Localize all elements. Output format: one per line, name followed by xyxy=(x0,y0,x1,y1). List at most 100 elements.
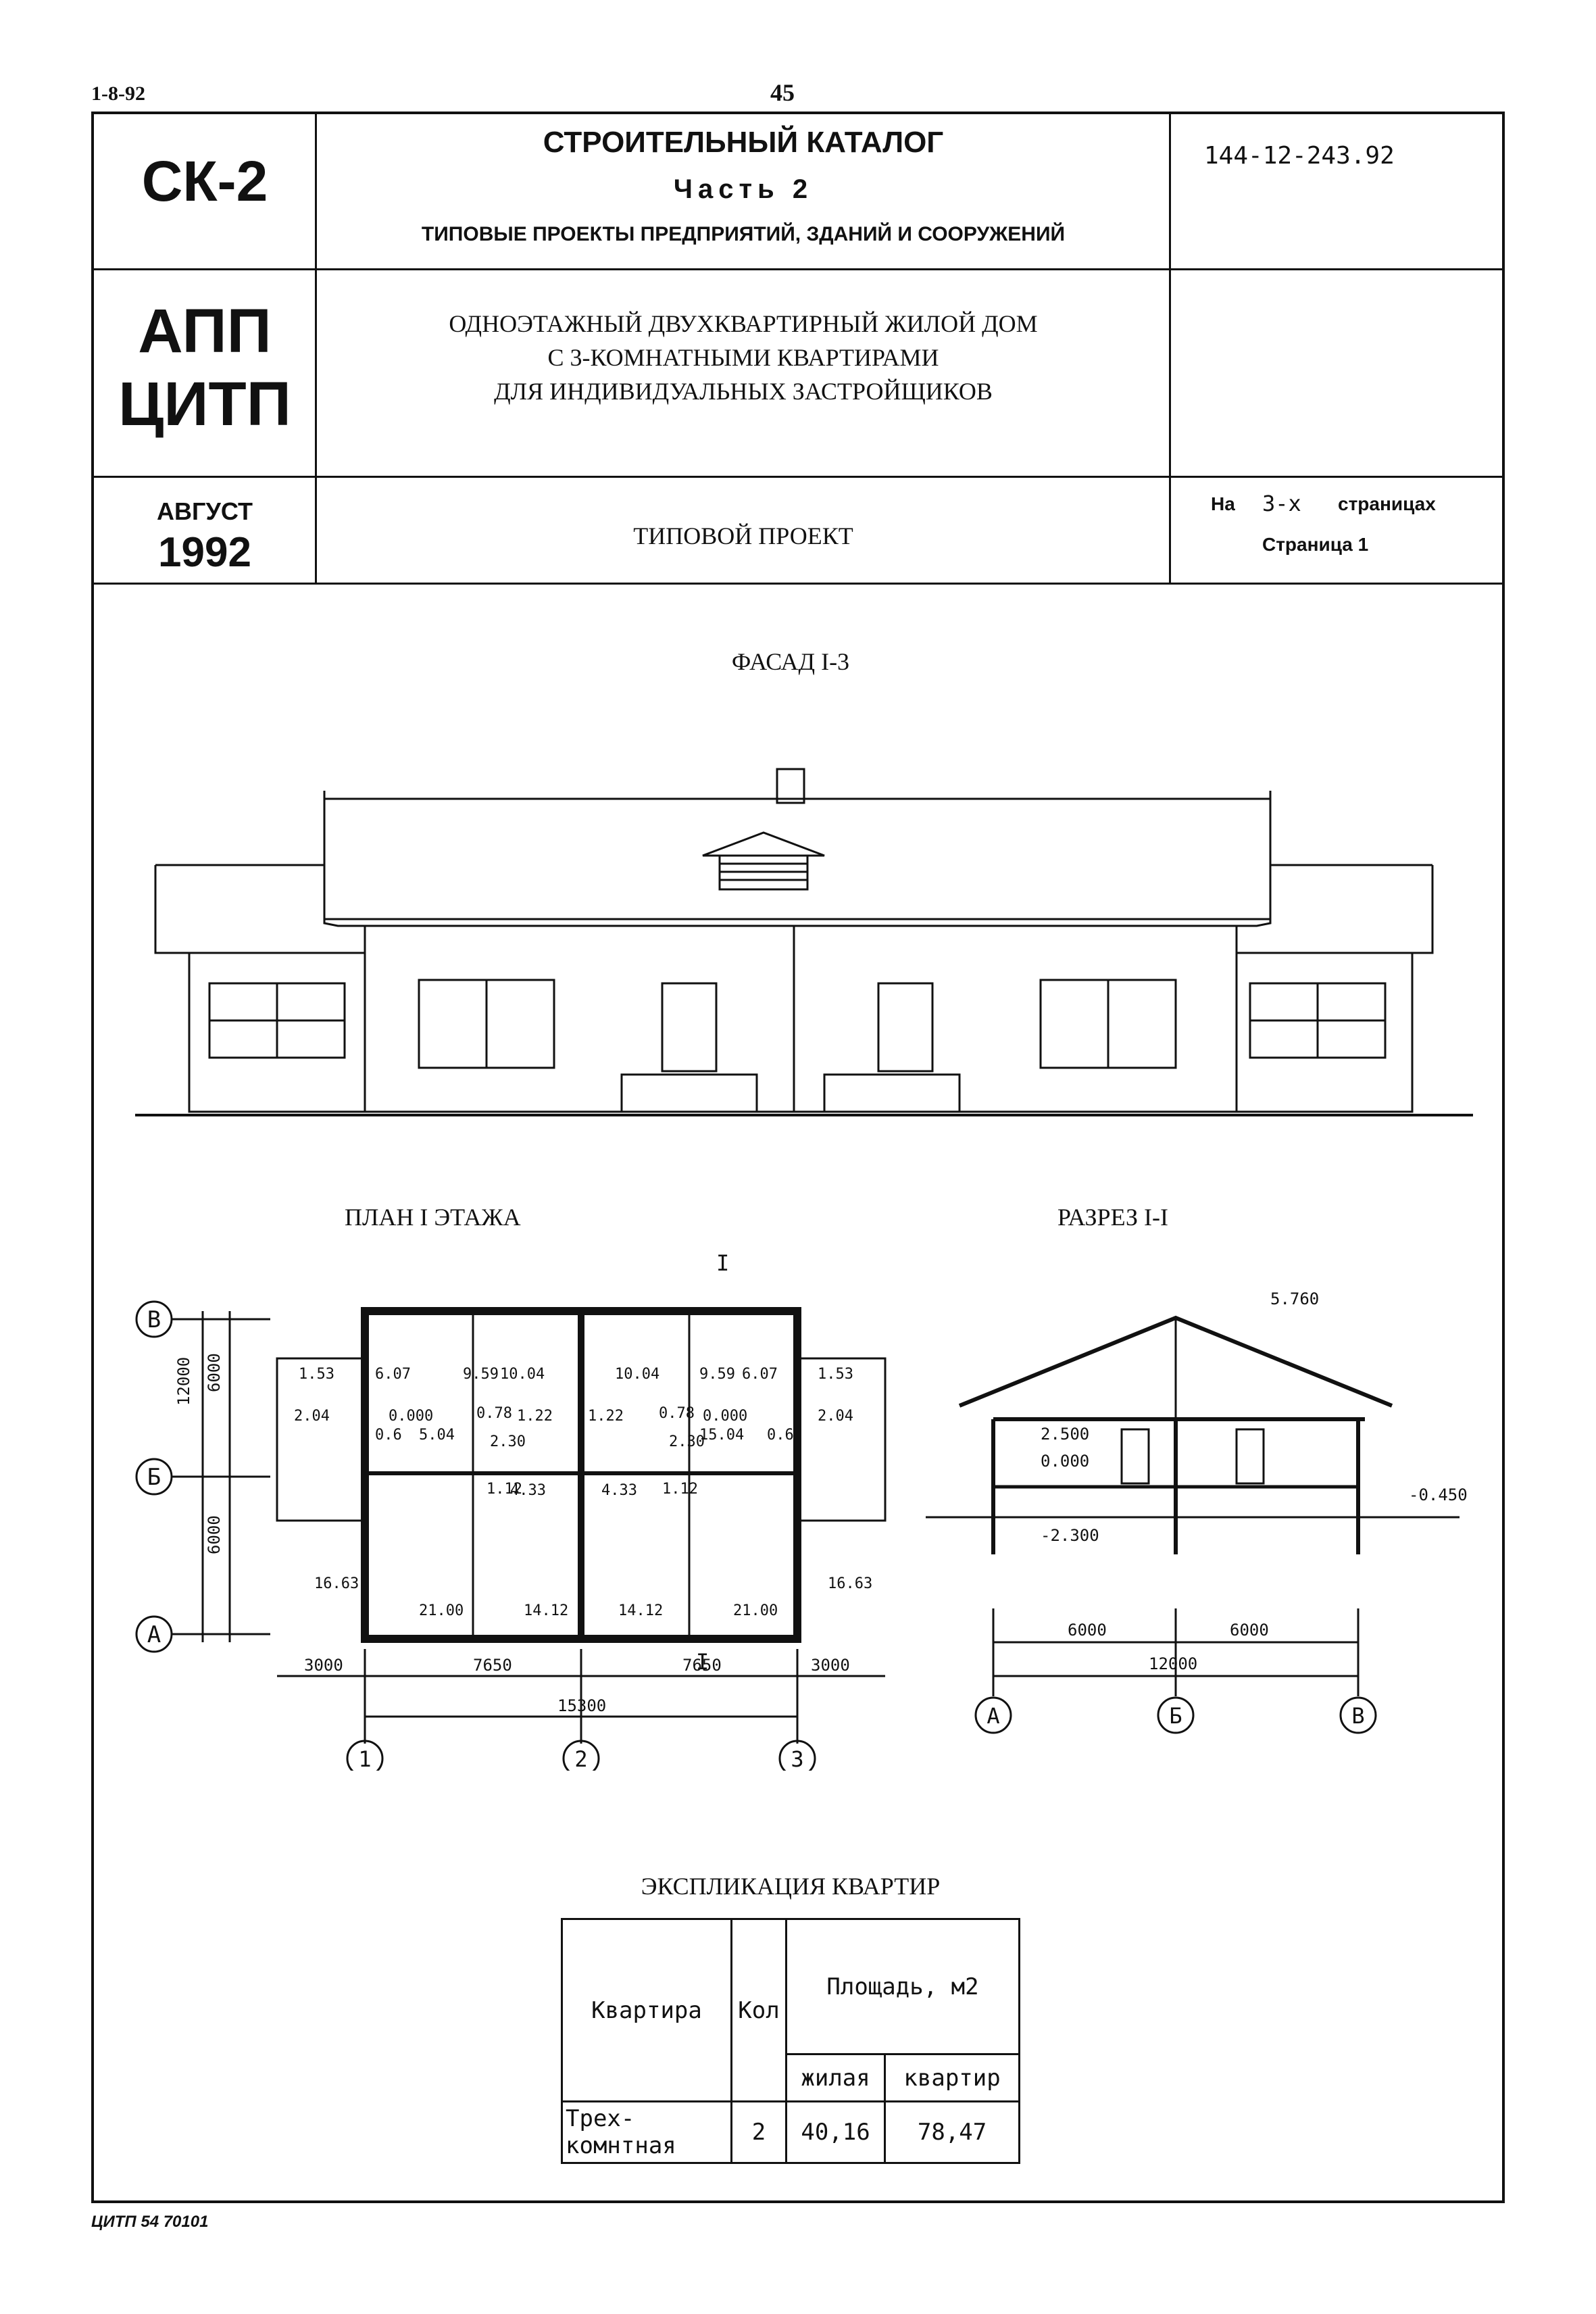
section-drawing: 5.760 2.500 0.000 -0.450 -2.300 6000 600… xyxy=(926,1289,1468,1734)
dim-horizontal-part: 3000 xyxy=(304,1656,343,1675)
left-porch-bench xyxy=(620,1073,758,1113)
pages-count: 3-х xyxy=(1262,491,1301,516)
axis-col-1-bubble xyxy=(346,1740,384,1771)
svg-text:2.04: 2.04 xyxy=(818,1408,853,1425)
right-veranda xyxy=(796,1357,887,1522)
section-marker-top: I xyxy=(716,1250,729,1276)
right-wing-roof-edge xyxy=(1243,865,1434,954)
svg-text:9.59: 9.59 xyxy=(699,1366,735,1383)
dim-total-vertical: 12000 xyxy=(174,1357,193,1406)
left-wing-wall xyxy=(188,952,366,1113)
section-axis-label: В xyxy=(1351,1703,1364,1729)
header-divider-1 xyxy=(91,268,1505,270)
svg-text:15.04: 15.04 xyxy=(699,1427,744,1444)
svg-text:21.00: 21.00 xyxy=(419,1602,464,1619)
sheet-code: 1-8-92 xyxy=(91,82,145,105)
row-total: 78,47 xyxy=(884,2100,1020,2164)
svg-text:14.12: 14.12 xyxy=(524,1602,568,1619)
year: 1992 xyxy=(158,529,251,576)
description-line-2: С 3-КОМНАТНЫМИ КВАРТИРАМИ xyxy=(547,344,939,371)
svg-text:4.33: 4.33 xyxy=(510,1482,546,1499)
axis-col-label: 3 xyxy=(791,1746,803,1771)
catalog-part: Часть 2 xyxy=(673,174,814,204)
description-line-1: ОДНОЭТАЖНЫЙ ДВУХКВАРТИРНЫЙ ЖИЛОЙ ДОМ xyxy=(449,310,1038,337)
svg-text:10.04: 10.04 xyxy=(500,1366,545,1383)
section-dim-part: 6000 xyxy=(1068,1621,1107,1640)
description-line-3: ДЛЯ ИНДИВИДУАЛЬНЫХ ЗАСТРОЙЩИКОВ xyxy=(494,378,993,405)
facade-title: ФАСАД I-3 xyxy=(731,648,850,675)
axis-row-label: В xyxy=(147,1306,161,1333)
dim-vertical-part: 6000 xyxy=(205,1515,224,1554)
svg-text:5.04: 5.04 xyxy=(419,1427,455,1444)
dormer-gable xyxy=(702,831,825,857)
level-ground: -0.450 xyxy=(1409,1485,1468,1504)
header-area: Площадь, м2 xyxy=(785,1918,1020,2055)
row-living: 40,16 xyxy=(784,2100,887,2164)
level-floor: 0.000 xyxy=(1041,1452,1089,1471)
svg-text:2.30: 2.30 xyxy=(490,1433,526,1450)
svg-text:6.07: 6.07 xyxy=(742,1366,778,1383)
dim-horizontal-part: 7650 xyxy=(682,1656,722,1675)
header-col-divider-1 xyxy=(315,112,317,584)
svg-text:10.04: 10.04 xyxy=(615,1366,659,1383)
row-name-line-1: Трех- xyxy=(566,2105,635,2132)
section-axis-label: Б xyxy=(1169,1703,1182,1729)
catalog-code: СК-2 xyxy=(141,149,268,213)
left-wing-roof-edge xyxy=(154,865,189,954)
header-divider-3 xyxy=(91,583,1505,585)
footer-code: ЦИТП 54 70101 xyxy=(91,2213,209,2231)
section-axis-label: А xyxy=(987,1703,999,1729)
svg-text:0.6: 0.6 xyxy=(375,1427,402,1444)
floor-plan-drawing: В Б А 12000 6000 6000 1.53 6.07 9.59 10.… xyxy=(135,1250,887,1771)
facade-windows xyxy=(208,979,1387,1073)
axis-row-label: Б xyxy=(147,1464,161,1491)
header-apartment: Квартира xyxy=(561,1918,732,2102)
header-col-divider-2 xyxy=(1169,112,1171,584)
svg-text:1.12: 1.12 xyxy=(662,1481,698,1498)
axis-col-2-bubble xyxy=(562,1740,600,1771)
catalog-subtitle: ТИПОВЫЕ ПРОЕКТЫ ПРЕДПРИЯТИЙ, ЗДАНИЙ И СО… xyxy=(421,223,1066,245)
dim-horizontal-part: 3000 xyxy=(811,1656,850,1675)
section-dim-part: 6000 xyxy=(1230,1621,1269,1640)
axis-col-label: 1 xyxy=(358,1746,371,1771)
header-divider-2 xyxy=(91,476,1505,478)
section-dim-total: 12000 xyxy=(1149,1654,1197,1673)
header-total-area: квартир xyxy=(884,2053,1020,2102)
svg-text:1.22: 1.22 xyxy=(517,1408,553,1425)
svg-text:0.6: 0.6 xyxy=(767,1427,794,1444)
pages-prefix: На xyxy=(1211,493,1235,514)
facade-drawing xyxy=(135,768,1473,1116)
table-row: Трех- комнтная 2 40,16 78,47 xyxy=(561,2100,1020,2164)
svg-text:21.00: 21.00 xyxy=(733,1602,778,1619)
svg-text:1.22: 1.22 xyxy=(588,1408,624,1425)
svg-text:16.63: 16.63 xyxy=(314,1575,359,1592)
level-basement: -2.300 xyxy=(1041,1526,1099,1545)
room-area-labels: 1.53 6.07 9.59 10.04 10.04 9.59 6.07 1.5… xyxy=(294,1366,872,1619)
svg-text:4.33: 4.33 xyxy=(601,1482,637,1499)
catalog-title: СТРОИТЕЛЬНЫЙ КАТАЛОГ xyxy=(543,126,944,159)
main-roof-outline xyxy=(323,791,1272,927)
header-count: Кол xyxy=(730,1918,787,2102)
row-name-line-2: комнтная xyxy=(566,2132,676,2159)
svg-text:0.78: 0.78 xyxy=(659,1405,695,1422)
svg-text:9.59: 9.59 xyxy=(463,1366,499,1383)
org-line-2: ЦИТП xyxy=(118,370,291,439)
main-wall xyxy=(364,925,1238,1113)
dim-vertical-part: 6000 xyxy=(205,1353,224,1392)
right-porch-bench xyxy=(823,1073,961,1113)
axis-col-3-bubble xyxy=(778,1740,816,1771)
page-label: Страница 1 xyxy=(1262,534,1369,555)
org-line-1: АПП xyxy=(138,297,272,366)
axis-row-label: А xyxy=(147,1621,161,1648)
section-title: РАЗРЕЗ I-I xyxy=(1057,1204,1169,1231)
month: АВГУСТ xyxy=(157,497,253,525)
level-ceiling: 2.500 xyxy=(1041,1425,1089,1444)
svg-text:16.63: 16.63 xyxy=(828,1575,872,1592)
svg-text:0.78: 0.78 xyxy=(476,1405,512,1422)
svg-text:0.000: 0.000 xyxy=(703,1408,747,1425)
level-ridge: 5.760 xyxy=(1270,1289,1319,1308)
svg-text:0.000: 0.000 xyxy=(389,1408,433,1425)
svg-text:2.04: 2.04 xyxy=(294,1408,330,1425)
svg-text:2.30: 2.30 xyxy=(669,1433,705,1450)
section-marker-bottom: I xyxy=(696,1649,709,1675)
